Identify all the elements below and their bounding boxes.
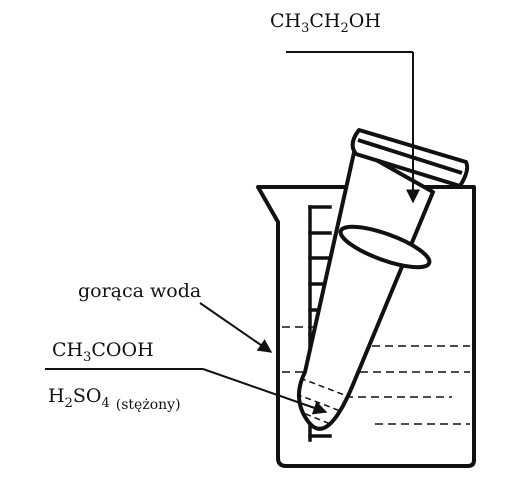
test-tube-icon (297, 128, 470, 431)
sulfuric-acid-label: H2SO4 (stężony) (48, 385, 181, 413)
ethanol-pointer (286, 51, 420, 204)
hot-water-label: gorąca woda (78, 280, 202, 302)
acid-pointer (45, 368, 328, 415)
ethanol-label: CH3CH2OH (270, 10, 381, 36)
acetic-acid-label: CH3COOH (52, 339, 154, 365)
hot-water-pointer (199, 302, 273, 353)
concentrated-note: (stężony) (115, 397, 181, 413)
beaker-icon (256, 185, 476, 468)
